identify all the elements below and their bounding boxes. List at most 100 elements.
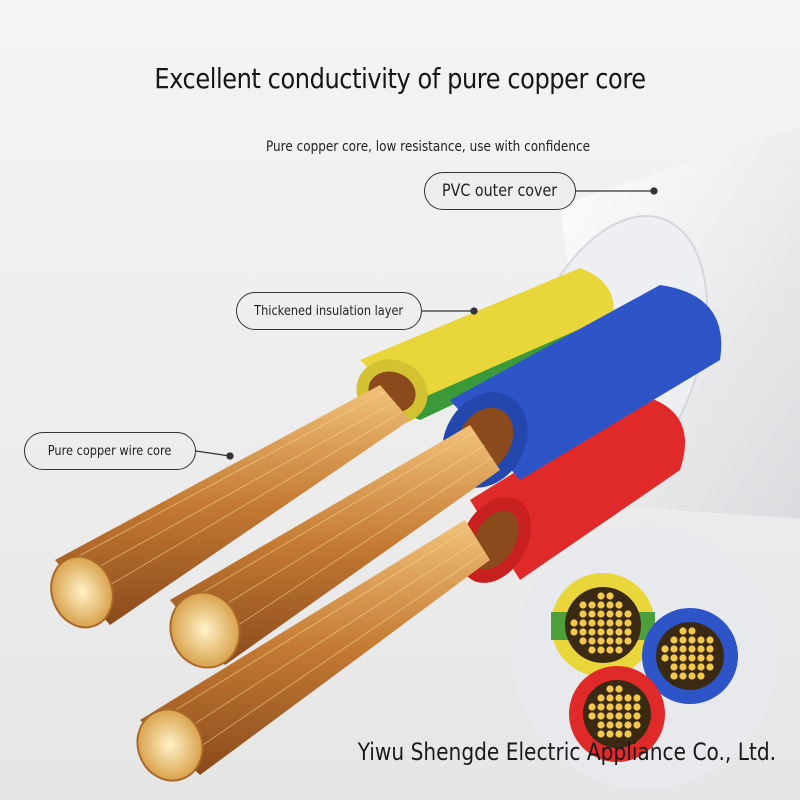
- callout-insulation-layer: Thickened insulation layer: [236, 292, 422, 330]
- strand-dot: [697, 663, 705, 671]
- strand-dot: [697, 672, 705, 680]
- strand-dot: [615, 685, 623, 693]
- strand-dot: [615, 694, 623, 702]
- strand-dot: [597, 637, 605, 645]
- strand-dot: [688, 645, 696, 653]
- strand-dot: [570, 628, 578, 636]
- strand-dot: [588, 637, 596, 645]
- strand-dot: [597, 592, 605, 600]
- callout-pvc-outer-cover: PVC outer cover: [424, 172, 576, 210]
- strand-dot: [597, 601, 605, 609]
- strand-dot: [588, 601, 596, 609]
- strand-dot: [606, 637, 614, 645]
- strand-dot: [615, 619, 623, 627]
- strand-dot: [688, 654, 696, 662]
- strand-dot: [679, 645, 687, 653]
- strand-dot: [624, 721, 632, 729]
- strand-dot: [597, 628, 605, 636]
- strand-dot: [606, 592, 614, 600]
- strand-dot: [606, 712, 614, 720]
- strand-dot: [615, 730, 623, 738]
- strand-dot: [615, 601, 623, 609]
- strand-dot: [606, 601, 614, 609]
- strand-dot: [579, 637, 587, 645]
- strand-dot: [706, 663, 714, 671]
- callout-label: PVC outer cover: [442, 181, 558, 201]
- strand-dot: [597, 646, 605, 654]
- callout-leaders: [195, 187, 658, 460]
- copper-strands: [50, 385, 500, 782]
- strand-dot: [679, 636, 687, 644]
- strand-dot: [706, 636, 714, 644]
- strand-dot: [579, 619, 587, 627]
- strand-dot: [688, 627, 696, 635]
- strand-dot: [588, 646, 596, 654]
- strand-dot: [679, 627, 687, 635]
- strand-dot: [688, 636, 696, 644]
- strand-dot: [661, 645, 669, 653]
- strand-dot: [615, 721, 623, 729]
- strand-dot: [606, 610, 614, 618]
- page-title: Excellent conductivity of pure copper co…: [154, 62, 646, 95]
- cross-section-inset: [513, 525, 777, 789]
- strand-dot: [588, 628, 596, 636]
- strand-dot: [606, 685, 614, 693]
- strand-dot: [615, 646, 623, 654]
- strand-dot: [706, 654, 714, 662]
- strand-dot: [624, 610, 632, 618]
- strand-dot: [588, 712, 596, 720]
- strand-dot: [615, 610, 623, 618]
- strand-dot: [597, 703, 605, 711]
- strand-dot: [615, 628, 623, 636]
- strand-dot: [615, 637, 623, 645]
- strand-dot: [697, 654, 705, 662]
- strand-dot: [570, 619, 578, 627]
- strand-dot: [597, 694, 605, 702]
- strand-dot: [606, 721, 614, 729]
- strand-dot: [579, 601, 587, 609]
- strand-dot: [633, 703, 641, 711]
- strand-dot: [688, 663, 696, 671]
- strand-dot: [579, 628, 587, 636]
- strand-dot: [670, 645, 678, 653]
- strand-dot: [670, 654, 678, 662]
- strand-dot: [697, 636, 705, 644]
- page-subtitle: Pure copper core, low resistance, use wi…: [265, 139, 590, 155]
- strand-dot: [624, 637, 632, 645]
- strand-dot: [679, 672, 687, 680]
- strand-dot: [624, 619, 632, 627]
- strand-dot: [606, 730, 614, 738]
- strand-dot: [606, 628, 614, 636]
- strand-dot: [606, 694, 614, 702]
- strand-dot: [588, 703, 596, 711]
- strand-dot: [624, 712, 632, 720]
- strand-dot: [606, 619, 614, 627]
- strand-dot: [615, 703, 623, 711]
- strand-dot: [670, 636, 678, 644]
- strand-dot: [624, 703, 632, 711]
- strand-dot: [588, 619, 596, 627]
- strand-dot: [670, 672, 678, 680]
- strand-dot: [579, 610, 587, 618]
- strand-dot: [688, 672, 696, 680]
- strand-dot: [606, 703, 614, 711]
- strand-dot: [597, 730, 605, 738]
- strand-dot: [633, 694, 641, 702]
- strand-dot: [597, 610, 605, 618]
- callout-label: Pure copper wire core: [48, 443, 172, 459]
- strand-dot: [679, 654, 687, 662]
- strand-dot: [606, 646, 614, 654]
- strand-dot: [633, 721, 641, 729]
- strand-dot: [670, 663, 678, 671]
- strand-dot: [624, 628, 632, 636]
- strand-dot: [597, 712, 605, 720]
- callout-label: Thickened insulation layer: [254, 303, 404, 319]
- strand-dot: [615, 712, 623, 720]
- strand-dot: [661, 654, 669, 662]
- strand-dot: [597, 721, 605, 729]
- strand-dot: [597, 619, 605, 627]
- strand-dot: [624, 694, 632, 702]
- company-name: Yiwu Shengde Electric Appliance Co., Ltd…: [357, 738, 776, 766]
- strand-dot: [697, 645, 705, 653]
